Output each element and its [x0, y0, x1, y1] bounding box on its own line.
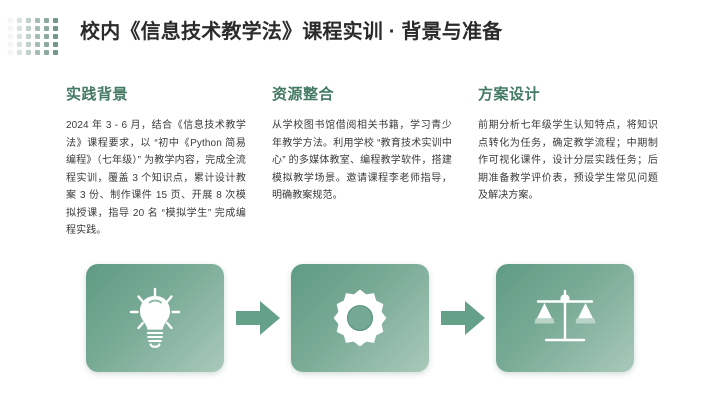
dot — [35, 34, 40, 39]
dot — [44, 42, 49, 47]
process-flow — [86, 262, 634, 374]
dot — [53, 34, 58, 39]
dot — [26, 50, 31, 55]
dot — [26, 42, 31, 47]
content-columns: 实践背景 2024 年 3 - 6 月，结合《信息技术教学法》课程要求，以 “初… — [66, 86, 666, 240]
dot — [26, 34, 31, 39]
dot — [8, 50, 13, 55]
dot — [44, 50, 49, 55]
dot — [44, 26, 49, 31]
column-body: 2024 年 3 - 6 月，结合《信息技术教学法》课程要求，以 “初中《Pyt… — [66, 120, 246, 236]
flow-arrow-1 — [224, 300, 291, 336]
dot — [17, 26, 22, 31]
arrow-right-icon — [235, 300, 280, 336]
balance-scale-icon — [532, 288, 598, 348]
column-plan-design: 方案设计 前期分析七年级学生认知特点，将知识点转化为任务，确定教学流程；中期制作… — [478, 86, 658, 240]
column-resource-integration: 资源整合 从学校图书馆借阅相关书籍，学习青少年教学方法。利用学校 “教育技术实训… — [272, 86, 452, 240]
flow-arrow-2 — [429, 300, 496, 336]
dot — [53, 26, 58, 31]
column-heading: 资源整合 — [272, 87, 335, 103]
dot — [35, 50, 40, 55]
gear-icon — [330, 288, 390, 348]
dot — [53, 42, 58, 47]
dot — [26, 26, 31, 31]
flow-step-2 — [291, 264, 429, 372]
dot — [17, 50, 22, 55]
dot — [44, 18, 49, 23]
dot — [35, 42, 40, 47]
column-body: 前期分析七年级学生认知特点，将知识点转化为任务，确定教学流程；中期制作可视化课件… — [478, 120, 658, 201]
column-practice-background: 实践背景 2024 年 3 - 6 月，结合《信息技术教学法》课程要求，以 “初… — [66, 86, 246, 240]
dot — [8, 18, 13, 23]
flow-step-1 — [86, 264, 224, 372]
dot — [26, 18, 31, 23]
dot — [53, 18, 58, 23]
column-body: 从学校图书馆借阅相关书籍，学习青少年教学方法。利用学校 “教育技术实训中心” 的… — [272, 120, 452, 201]
arrow-right-icon — [440, 300, 485, 336]
column-heading: 方案设计 — [478, 87, 541, 103]
column-heading: 实践背景 — [66, 87, 129, 103]
dot — [35, 26, 40, 31]
dot — [53, 50, 58, 55]
dot — [17, 34, 22, 39]
header: 校内《信息技术教学法》课程实训 · 背景与准备 — [80, 17, 700, 57]
page-title: 校内《信息技术教学法》课程实训 · 背景与准备 — [80, 21, 503, 43]
dot — [8, 34, 13, 39]
lightbulb-icon — [127, 287, 183, 349]
dot — [8, 42, 13, 47]
dot — [35, 18, 40, 23]
dot — [44, 34, 49, 39]
dot — [17, 18, 22, 23]
dot — [17, 42, 22, 47]
flow-step-3 — [496, 264, 634, 372]
dot-grid-decoration — [8, 18, 62, 58]
dot — [8, 26, 13, 31]
